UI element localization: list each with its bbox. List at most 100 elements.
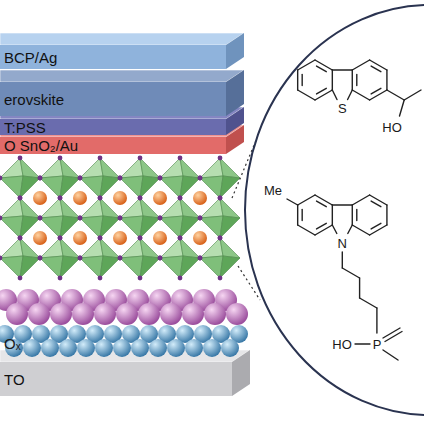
chemical-bond [383, 328, 400, 338]
pink-sphere [160, 303, 182, 325]
halide-atom [18, 156, 23, 161]
chemical-bond [332, 225, 337, 234]
chemical-bond [352, 60, 369, 70]
octahedron-face [180, 158, 200, 178]
a-site-cation [73, 191, 87, 205]
octahedron-face [100, 256, 120, 278]
pink-sphere [28, 303, 50, 325]
a-site-cation [193, 231, 207, 245]
layer-label: TO [0, 372, 25, 387]
nanoparticle-layer [0, 289, 248, 357]
blue-sphere [149, 339, 167, 357]
halide-atom [198, 256, 203, 261]
chemical-bond [370, 195, 387, 205]
chemical-bond [348, 225, 353, 234]
blue-sphere [59, 339, 77, 357]
atom-label: Me [264, 184, 282, 197]
pink-sphere [204, 303, 226, 325]
chemical-bond [317, 223, 327, 229]
pink-sphere [6, 303, 28, 325]
octahedron-face [0, 216, 23, 238]
halide-atom [138, 236, 143, 241]
halide-atom [118, 176, 123, 181]
octahedron-face [60, 256, 80, 278]
blue-sphere [221, 339, 239, 357]
octahedron-face [160, 256, 183, 278]
chemical-bond [342, 268, 359, 278]
halide-atom [78, 176, 83, 181]
octahedron-face [0, 198, 23, 218]
layer-slab: O SnO₂/Au [0, 137, 226, 154]
halide-atom [18, 196, 23, 201]
atom-label: N [338, 237, 347, 250]
chemical-bond [301, 74, 302, 85]
halide-atom [138, 156, 143, 161]
halide-atom [138, 196, 143, 201]
chemical-bond [332, 205, 333, 225]
halide-atom [158, 176, 163, 181]
halide-atom [218, 236, 223, 241]
octahedron-face [120, 158, 143, 178]
blue-sphere [95, 339, 113, 357]
halide-atom [138, 236, 143, 241]
a-site-cation [153, 231, 167, 245]
octahedron-face [160, 158, 183, 178]
chemical-bond [332, 90, 337, 100]
halide-atom [38, 216, 43, 221]
octahedron-face [0, 158, 23, 178]
halide-atom [178, 276, 183, 281]
chemical-bond [371, 66, 381, 72]
halide-atom [138, 196, 143, 201]
a-site-cation [33, 231, 47, 245]
halide-atom [0, 256, 2, 261]
octahedron-face [40, 256, 63, 278]
chemical-bond [386, 70, 387, 90]
pink-sphere [50, 303, 72, 325]
chemical-bond [376, 308, 377, 333]
chemical-bond [297, 70, 298, 90]
chemical-bond [301, 209, 302, 220]
slab-side-face [226, 33, 244, 69]
chemical-bond [386, 205, 387, 225]
halide-atom [98, 236, 103, 241]
octahedron-face [220, 158, 240, 178]
halide-atom [218, 236, 223, 241]
chemical-bond [387, 90, 404, 100]
octahedron-face [60, 158, 80, 178]
halide-atom [218, 156, 223, 161]
halide-atom [58, 236, 63, 241]
blue-sphere [23, 339, 41, 357]
chemical-bond [317, 88, 327, 94]
halide-atom [198, 216, 203, 221]
halide-atom [78, 216, 83, 221]
halide-atom [118, 216, 123, 221]
halide-atom [138, 276, 143, 281]
pink-sphere [226, 303, 248, 325]
chemical-bond [315, 225, 332, 235]
octahedron-face [20, 256, 40, 278]
perovskite-crystal [0, 156, 240, 281]
pink-sphere [116, 303, 138, 325]
chemical-bond [352, 70, 353, 90]
pink-sphere [182, 303, 204, 325]
chemical-bond [352, 90, 369, 100]
chemical-bond [383, 350, 398, 360]
octahedron-face [220, 256, 240, 278]
halide-atom [158, 176, 163, 181]
halide-atom [118, 256, 123, 261]
molecule-structures [287, 60, 421, 360]
blue-sphere [113, 339, 131, 357]
halide-atom [58, 156, 63, 161]
octahedron-face [100, 158, 120, 178]
blue-sphere [167, 339, 185, 357]
pink-sphere [72, 303, 94, 325]
chemical-bond [370, 60, 387, 70]
halide-atom [198, 216, 203, 221]
octahedron-face [80, 256, 103, 278]
halide-atom [78, 256, 83, 261]
chemical-bond [298, 90, 315, 100]
octahedron-face [40, 158, 63, 178]
chemical-bond [315, 60, 332, 70]
octahedron-face [220, 216, 240, 238]
